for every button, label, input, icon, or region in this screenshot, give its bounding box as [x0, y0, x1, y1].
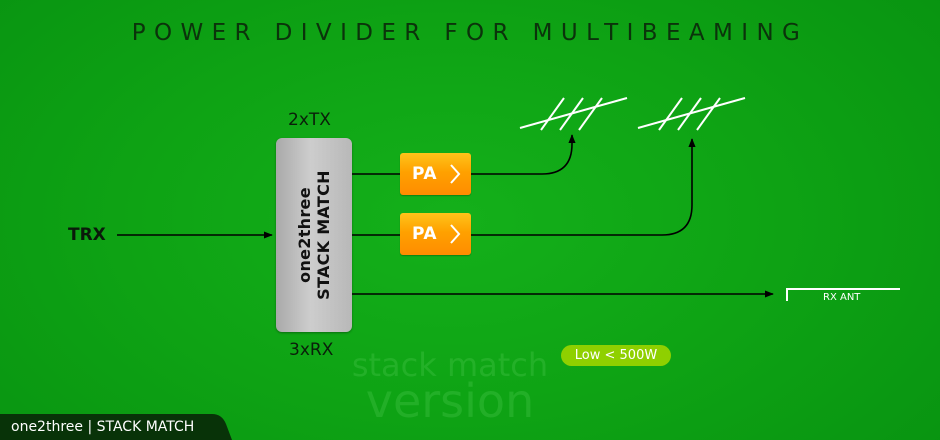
page-title: POWER DIVIDER FOR MULTIBEAMING: [131, 20, 809, 46]
footer-label: one2three | STACK MATCH: [11, 419, 195, 435]
pa2-to-antenna-line: [471, 138, 696, 236]
power-rating-badge: Low < 500W: [561, 345, 671, 366]
power-amplifier-2: PA: [400, 213, 471, 255]
watermark-line2: version: [365, 374, 535, 428]
trx-label: TRX: [68, 225, 106, 245]
stack-match-line2: STACK MATCH: [314, 170, 333, 300]
chevron-right-icon: [450, 224, 461, 244]
stack-match-line1: one2three: [295, 187, 314, 283]
stack-match-label: one2three STACK MATCH: [295, 170, 333, 300]
yagi-antenna-icon: [519, 97, 628, 131]
rx-antenna-icon: [786, 288, 900, 301]
rx-port-label: 3xRX: [289, 340, 334, 360]
power-amplifier-1: PA: [400, 153, 471, 195]
rx-antenna-label: RX ANT: [823, 292, 861, 303]
pa1-to-antenna-line: [471, 134, 576, 175]
footer-tab: [0, 414, 232, 440]
chevron-right-icon: [450, 164, 461, 184]
yagi-antenna-icon: [637, 97, 746, 131]
tx-port-label: 2xTX: [288, 110, 331, 130]
pa-label: PA: [412, 164, 438, 184]
watermark-line1: stack match: [351, 346, 549, 384]
pa-label: PA: [412, 224, 438, 244]
stack-match-box: one2three STACK MATCH: [276, 138, 352, 332]
